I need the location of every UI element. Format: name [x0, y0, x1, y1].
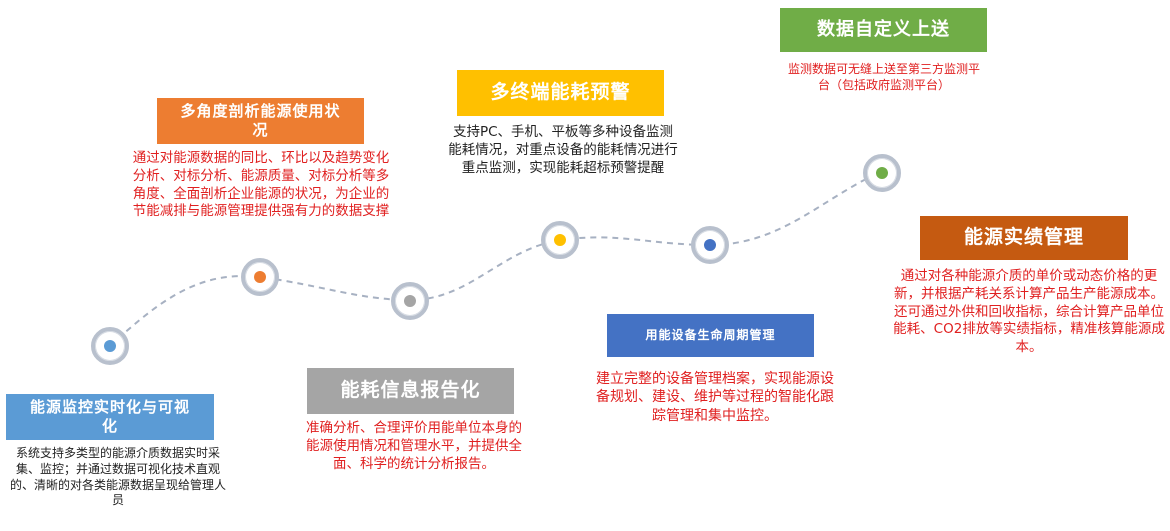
node-3 — [391, 282, 429, 320]
item-5-title: 用能设备生命周期管理 — [607, 314, 814, 357]
item-7-desc: 通过对各种能源介质的单价或动态价格的更新，并根据产耗关系计算产品生产能源成本。还… — [893, 268, 1165, 356]
node-1 — [91, 327, 129, 365]
item-6-title: 数据自定义上送 — [780, 8, 987, 52]
item-1-title: 能源监控实时化与可视化 — [6, 394, 214, 440]
node-4 — [541, 221, 579, 259]
node-4-dot — [554, 234, 566, 246]
node-1-dot — [104, 340, 116, 352]
item-2-title: 多角度剖析能源使用状况 — [157, 98, 364, 144]
node-2 — [241, 258, 279, 296]
node-3-dot — [404, 295, 416, 307]
node-6-dot — [876, 167, 888, 179]
item-7-title: 能源实绩管理 — [920, 216, 1128, 260]
item-1-desc: 系统支持多类型的能源介质数据实时采集、监控；并通过数据可视化技术直观的、清晰的对… — [9, 446, 226, 508]
node-6 — [863, 154, 901, 192]
node-2-dot — [254, 271, 266, 283]
item-4-title: 多终端能耗预警 — [457, 70, 664, 116]
item-3-desc: 准确分析、合理评价用能单位本身的能源使用情况和管理水平，并提供全面、科学的统计分… — [306, 420, 522, 472]
node-5-dot — [704, 239, 716, 251]
node-5 — [691, 226, 729, 264]
dashed-curve — [109, 171, 881, 347]
item-4-desc: 支持PC、手机、平板等多种设备监测能耗情况，对重点设备的能耗情况进行重点监测，实… — [448, 124, 678, 176]
item-3-title: 能耗信息报告化 — [307, 368, 514, 414]
item-6-desc: 监测数据可无缝上送至第三方监测平台（包括政府监测平台） — [787, 62, 980, 92]
item-2-desc: 通过对能源数据的同比、环比以及趋势变化分析、对标分析、能源质量、对标分析等多角度… — [132, 150, 390, 220]
item-5-desc: 建立完整的设备管理档案，实现能源设备规划、建设、维护等过程的智能化跟踪管理和集中… — [596, 371, 834, 424]
